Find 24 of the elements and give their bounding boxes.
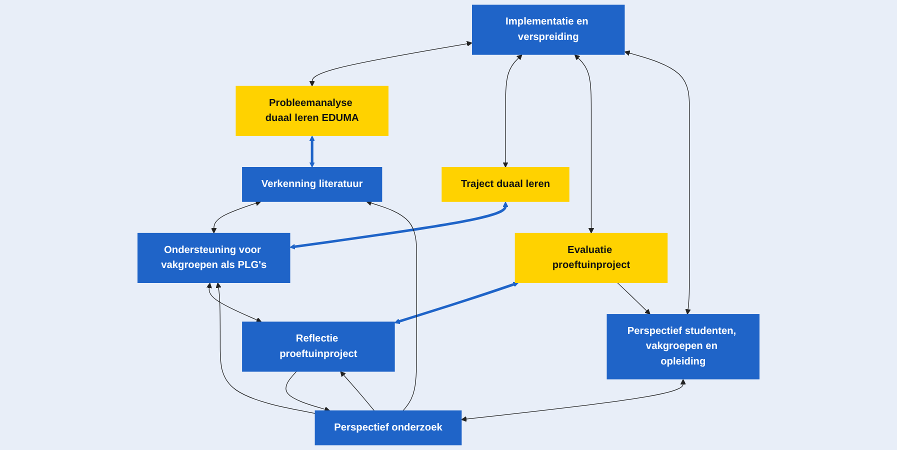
arrow (206, 282, 262, 323)
arrow (624, 50, 691, 315)
arrow (461, 379, 686, 422)
node-box: Reflectie proeftuinproject (242, 322, 395, 372)
node-box: Perspectief onderzoek (314, 410, 462, 446)
arrow (309, 41, 472, 86)
arrow (394, 282, 519, 324)
arrow (211, 200, 262, 234)
node-box: Ondersteuning voor vakgroepen als PLG's (138, 232, 290, 283)
arrow (216, 282, 316, 414)
arrow (574, 54, 594, 234)
node-box: Verkenning literatuur (242, 167, 382, 202)
node-box: Implementatie en verspreiding (472, 4, 625, 55)
arrow (290, 202, 508, 250)
arrow (340, 371, 375, 412)
arrow (366, 200, 417, 412)
node-box: Traject duaal leren (442, 167, 570, 202)
node-box: Evaluatie proeftuinproject (514, 232, 668, 283)
arrow (502, 54, 522, 168)
node-box: Perspectief studenten, vakgroepen en opleiding (606, 314, 760, 380)
arrow (616, 282, 650, 315)
node-box: Probleemanalyse duaal leren EDUMA (236, 86, 388, 136)
arrow (309, 136, 315, 168)
arrow (286, 371, 330, 412)
